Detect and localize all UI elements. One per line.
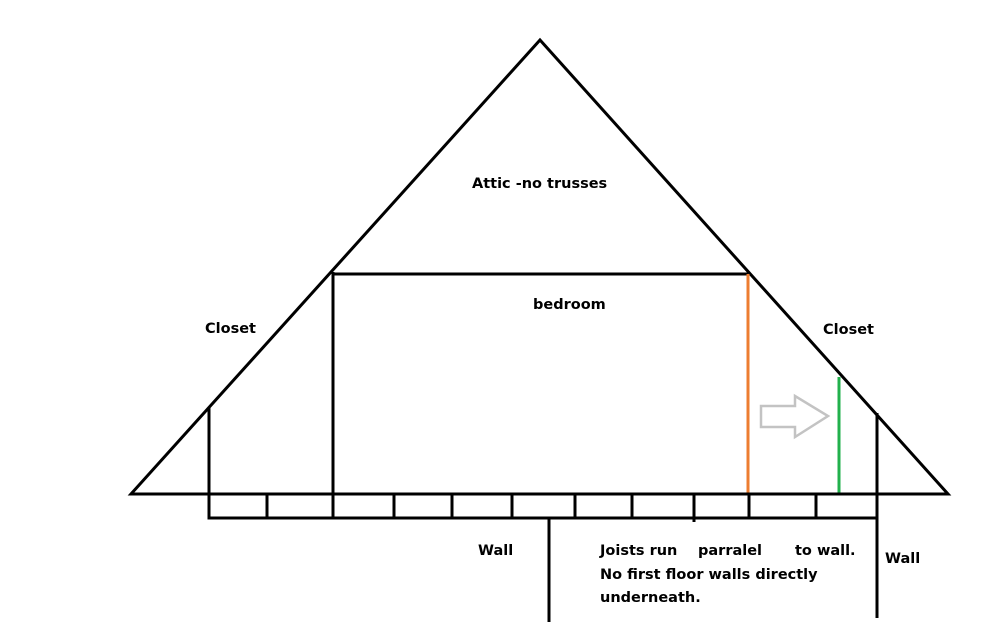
closet-left-label: Closet [205,321,256,337]
note-line-2: No first floor walls directly [600,567,818,583]
note-parallel: parralel [698,543,763,559]
wall-right-label: Wall [885,551,921,567]
wall-left-label: Wall [478,543,514,559]
roof-outline [127,37,952,496]
bedroom-label: bedroom [533,297,606,313]
arrow-icon [759,393,831,440]
note-to-wall: to wall. [795,543,856,559]
closet-right-label: Closet [823,322,874,338]
joist-dividers [265,494,818,522]
note-line-3: underneath. [600,590,701,606]
attic-label: Attic -no trusses [472,176,608,192]
note-joists: Joists run [600,543,678,559]
floor-joist-band [207,492,879,520]
